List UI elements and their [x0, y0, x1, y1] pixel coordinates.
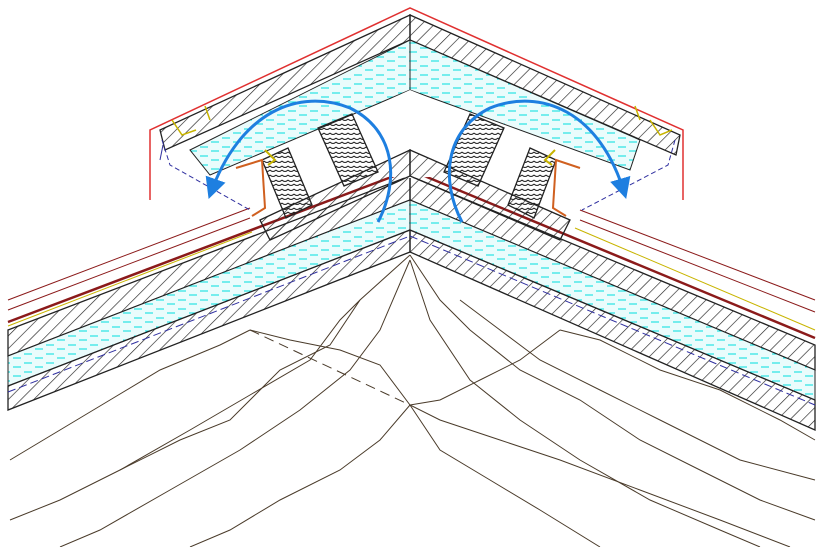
airflow-arrows	[205, 99, 631, 223]
rafter-lines	[9, 254, 816, 547]
ridge-posts	[261, 113, 557, 219]
ridge-centerline	[249, 329, 411, 406]
roof-buildup-right	[409, 168, 816, 431]
ridge-cap-assembly	[149, 7, 684, 241]
airflow-arrow-icon	[205, 99, 393, 223]
ridge-capping	[149, 7, 684, 200]
ventilation-arrow-icon	[447, 99, 631, 223]
roof-buildup-left	[7, 168, 411, 411]
